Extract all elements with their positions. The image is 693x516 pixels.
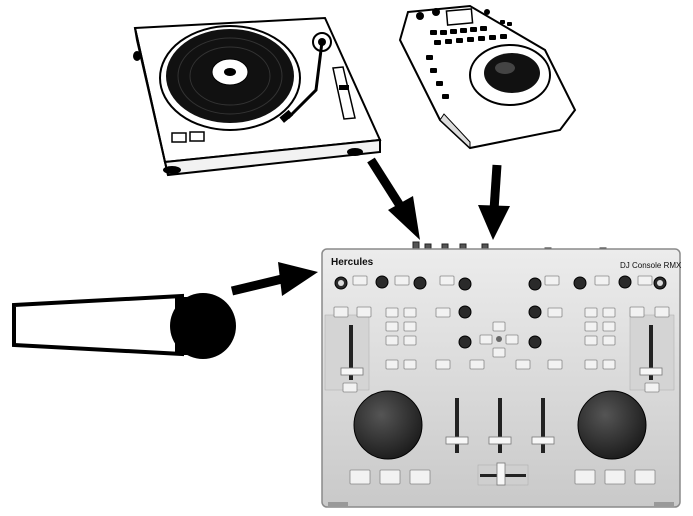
microphone-icon: [12, 293, 236, 359]
cd-player-icon: [398, 4, 577, 150]
model-label: DJ Console RMX: [620, 261, 682, 270]
brand-label: Hercules: [331, 257, 374, 268]
arrow-icon: [230, 157, 510, 296]
dj-controller-icon: Hercules DJ Console RMX: [321, 241, 682, 508]
turntable-icon: [133, 16, 382, 177]
